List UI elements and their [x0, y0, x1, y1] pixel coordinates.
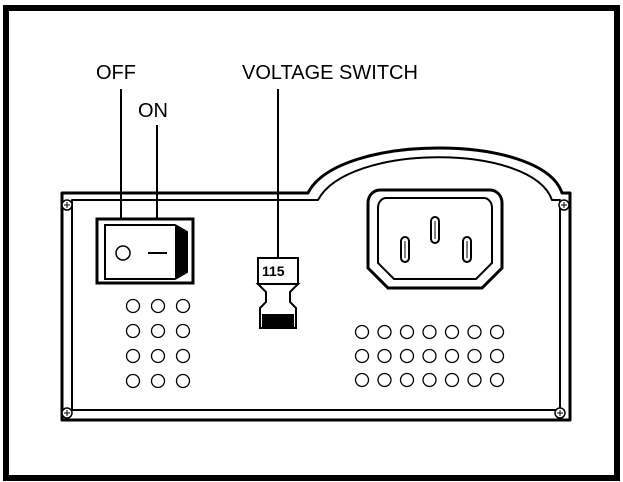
vent-holes-left — [125, 298, 191, 389]
right-vent-hole — [377, 372, 392, 388]
on-label: ON — [138, 100, 168, 122]
off-symbol-icon — [115, 245, 131, 261]
left-vent-hole — [150, 323, 166, 339]
left-vent-hole — [125, 348, 141, 364]
voltage-switch-label: VOLTAGE SWITCH — [242, 62, 418, 84]
left-vent-hole — [175, 348, 191, 364]
screw-bottom-right-icon — [554, 407, 566, 419]
right-vent-hole — [467, 348, 482, 364]
voltage-selector-switch[interactable]: 115 — [255, 257, 301, 329]
left-vent-hole — [125, 298, 141, 314]
screw-top-right-icon — [558, 199, 570, 211]
right-vent-hole — [444, 324, 460, 340]
left-vent-hole — [125, 373, 141, 389]
right-vent-hole — [399, 372, 415, 388]
left-vent-hole — [125, 323, 141, 339]
left-vent-hole — [150, 373, 166, 389]
power-rocker-switch[interactable] — [95, 217, 195, 285]
left-vent-hole — [150, 348, 166, 364]
right-vent-hole — [489, 348, 505, 364]
right-vent-hole — [377, 348, 392, 364]
outer-frame — [3, 5, 620, 481]
right-vent-hole — [354, 372, 370, 388]
right-vent-hole — [354, 324, 370, 340]
right-vent-hole — [467, 372, 482, 388]
right-vent-hole — [399, 348, 415, 364]
left-vent-hole — [175, 323, 191, 339]
right-vent-hole — [354, 348, 370, 364]
right-vent-hole — [422, 348, 437, 364]
right-vent-hole — [489, 324, 505, 340]
right-vent-hole — [467, 324, 482, 340]
off-label: OFF — [96, 62, 136, 84]
screw-top-left-icon — [61, 199, 73, 211]
right-vent-hole — [377, 324, 392, 340]
right-vent-hole — [444, 372, 460, 388]
right-vent-hole — [489, 372, 505, 388]
right-vent-hole — [422, 372, 437, 388]
left-vent-hole — [175, 298, 191, 314]
screw-bottom-left-icon — [61, 407, 73, 419]
right-vent-hole — [422, 324, 437, 340]
right-vent-hole — [399, 324, 415, 340]
right-vent-hole — [444, 348, 460, 364]
panel-outline — [60, 146, 572, 422]
left-vent-hole — [150, 298, 166, 314]
left-vent-hole — [175, 373, 191, 389]
panel-inner-outline — [71, 156, 561, 411]
power-inlet[interactable] — [366, 188, 504, 290]
voltage-value-label: 115 — [262, 263, 285, 279]
vent-holes-right — [354, 324, 505, 388]
